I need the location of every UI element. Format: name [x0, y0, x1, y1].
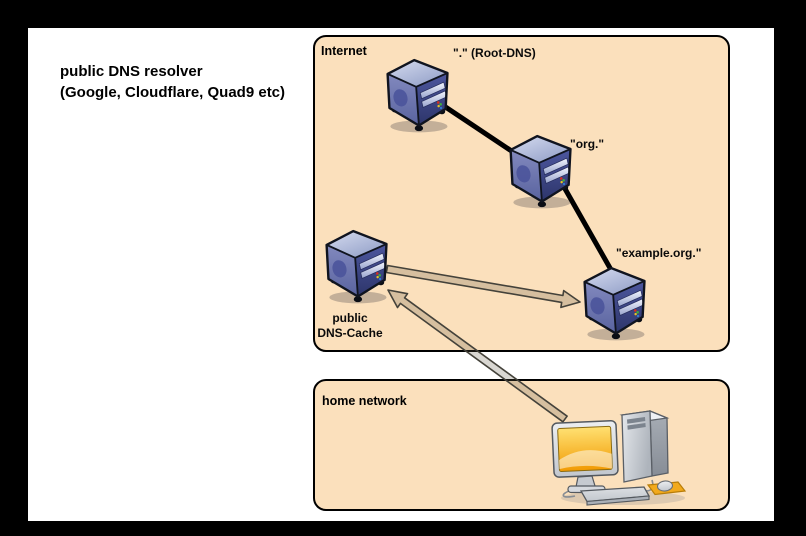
cache-label-line1: public [332, 311, 368, 325]
home-computer-icon [545, 402, 695, 507]
org-server-icon [506, 133, 576, 211]
cache-label-line2: DNS-Cache [317, 326, 383, 340]
example-org-label: "example.org." [616, 246, 702, 260]
root-dns-label: "." (Root-DNS) [453, 46, 536, 60]
page-title: public DNS resolver (Google, Cloudflare,… [60, 61, 285, 103]
example-org-server-icon [580, 265, 650, 343]
root-dns-server-icon [383, 57, 453, 135]
home-network-group-label: home network [322, 394, 407, 408]
org-label: "org." [570, 137, 605, 151]
public-dns-cache-server-icon [322, 228, 392, 306]
page-title-line1: public DNS resolver [60, 63, 203, 80]
page-title-line2: (Google, Cloudflare, Quad9 etc) [60, 84, 286, 101]
internet-group-label: Internet [321, 44, 367, 58]
